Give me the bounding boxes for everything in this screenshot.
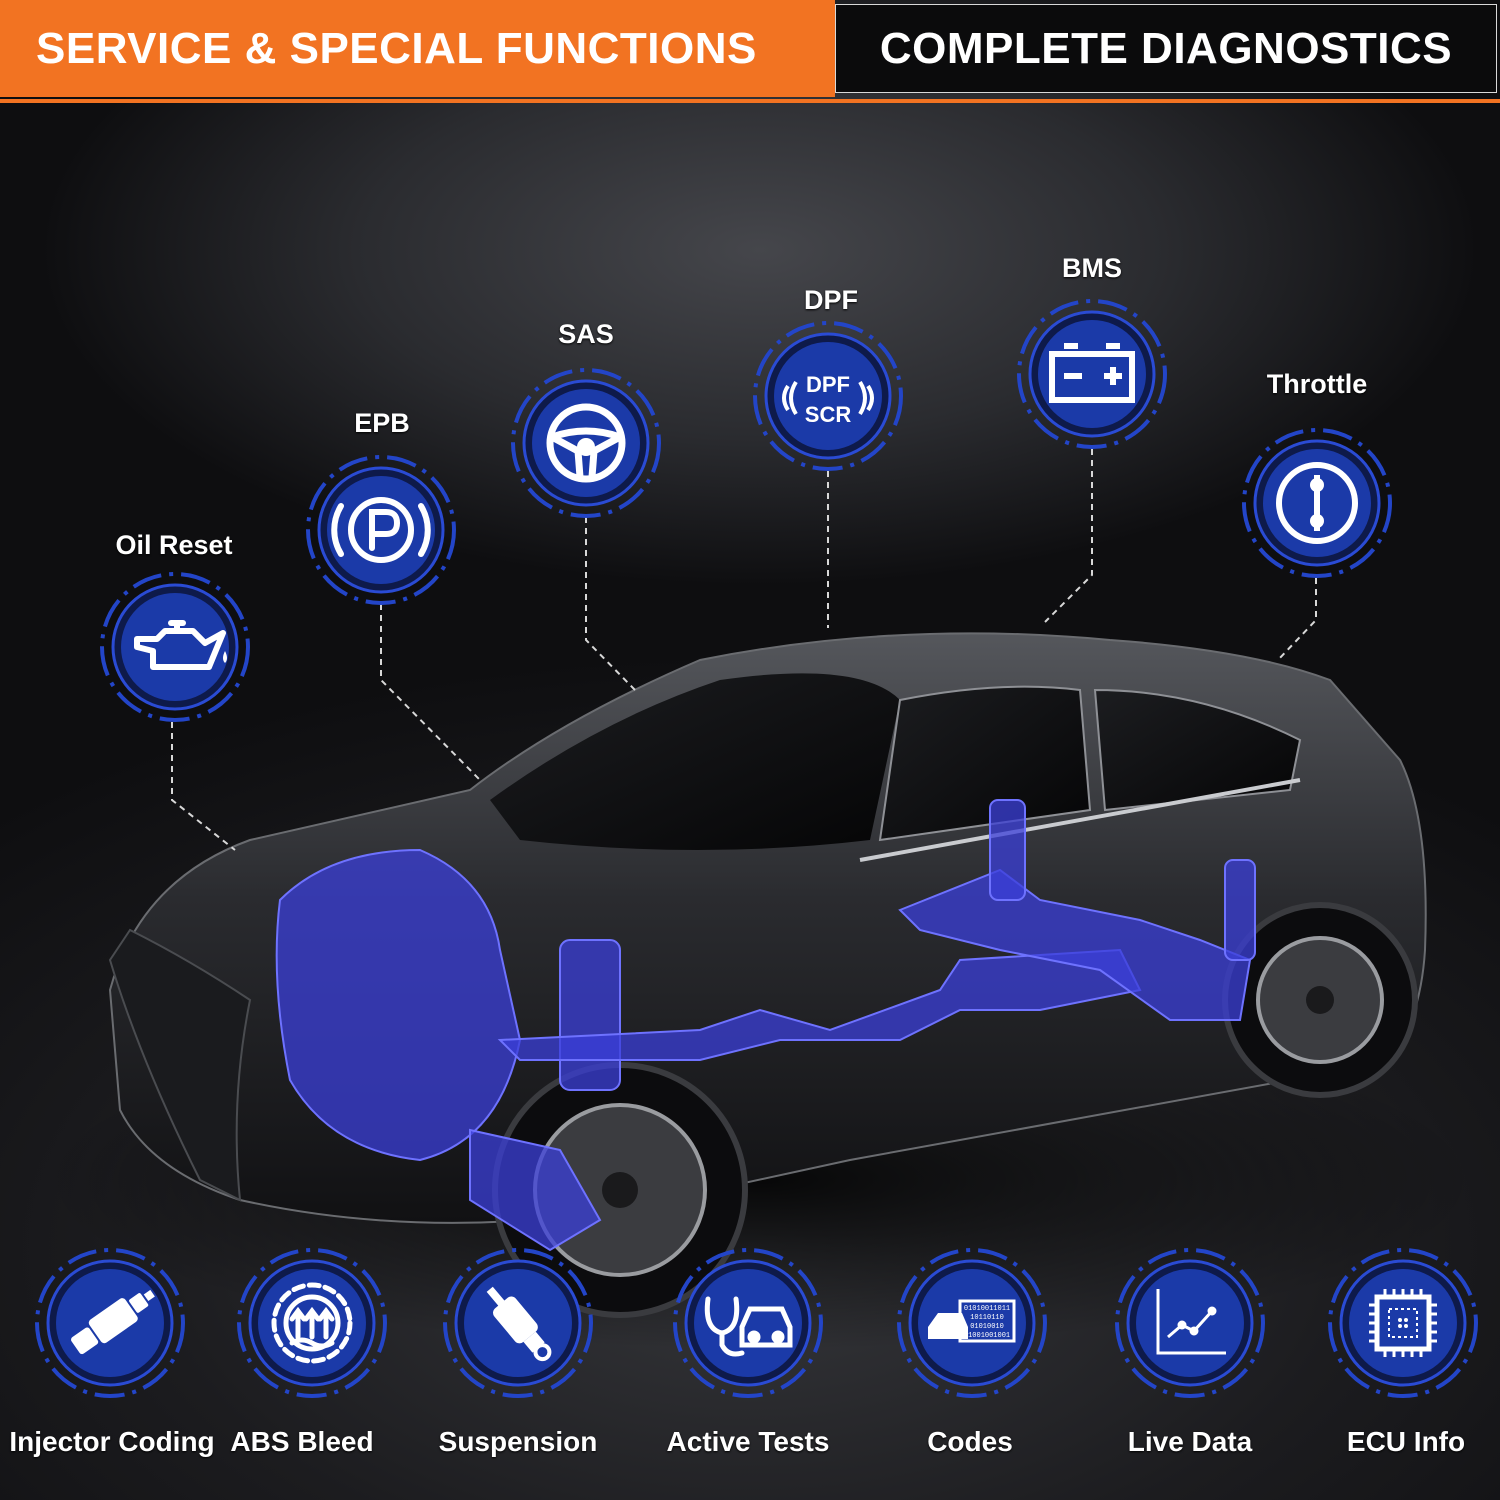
epb-button[interactable]	[305, 454, 457, 611]
label-ecu-info: ECU Info	[1346, 1426, 1466, 1457]
parking-brake-icon	[331, 497, 431, 563]
suspension-shock-icon	[486, 1286, 552, 1362]
codes-line-4: 01001001001	[964, 1332, 1010, 1340]
suspension-button[interactable]	[442, 1247, 594, 1404]
dpf-scr-icon: DPF SCR	[782, 372, 874, 427]
battery-icon	[1049, 343, 1135, 403]
label-bms: BMS	[1062, 253, 1122, 283]
scr-icon-text: SCR	[805, 402, 852, 427]
oil-can-icon	[134, 620, 226, 670]
active-tests-button[interactable]	[672, 1247, 824, 1404]
header-diagnostics-banner: COMPLETE DIAGNOSTICS	[835, 4, 1497, 93]
injector-icon	[71, 1289, 155, 1355]
label-dpf: DPF	[804, 285, 858, 315]
steering-wheel-icon	[546, 403, 626, 483]
car-stethoscope-icon	[704, 1296, 793, 1357]
line-graph-icon	[1156, 1289, 1226, 1355]
label-suspension: Suspension	[438, 1426, 598, 1457]
sas-button[interactable]	[510, 367, 662, 524]
label-injector-coding: Injector Coding	[9, 1426, 215, 1457]
oil-reset-button[interactable]	[99, 571, 251, 728]
codes-line-3: 01010010	[970, 1323, 1004, 1331]
label-sas: SAS	[558, 319, 614, 349]
dpf-button[interactable]: DPF SCR	[752, 320, 904, 477]
label-epb: EPB	[354, 408, 410, 438]
header-service-banner: SERVICE & SPECIAL FUNCTIONS	[0, 0, 835, 97]
label-live-data: Live Data	[1127, 1426, 1253, 1457]
bms-button[interactable]	[1016, 298, 1168, 455]
label-abs-bleed: ABS Bleed	[230, 1426, 374, 1457]
label-oil-reset: Oil Reset	[115, 530, 233, 560]
throttle-button[interactable]	[1241, 427, 1393, 584]
label-active-tests: Active Tests	[666, 1426, 830, 1457]
abs-bleed-icon	[271, 1282, 353, 1364]
codes-line-1: 01010011011	[964, 1305, 1010, 1313]
header-rule	[0, 99, 1500, 103]
dpf-icon-text: DPF	[806, 372, 850, 397]
header-diagnostics-title: COMPLETE DIAGNOSTICS	[879, 23, 1453, 73]
label-throttle: Throttle	[1266, 369, 1368, 399]
label-codes: Codes	[927, 1426, 1013, 1457]
chip-icon	[1369, 1289, 1437, 1357]
abs-bleed-button[interactable]	[236, 1247, 388, 1404]
live-data-button[interactable]	[1114, 1247, 1266, 1404]
codes-button[interactable]: 01010011011 10110110 01010010 0100100100…	[896, 1247, 1048, 1404]
ecu-info-button[interactable]	[1327, 1247, 1479, 1404]
throttle-icon	[1276, 462, 1358, 544]
codes-line-2: 10110110	[970, 1314, 1004, 1322]
codes-icon: 01010011011 10110110 01010010 0100100100…	[928, 1299, 1016, 1343]
header-service-title: SERVICE & SPECIAL FUNCTIONS	[36, 23, 757, 73]
injector-coding-button[interactable]	[34, 1247, 186, 1404]
